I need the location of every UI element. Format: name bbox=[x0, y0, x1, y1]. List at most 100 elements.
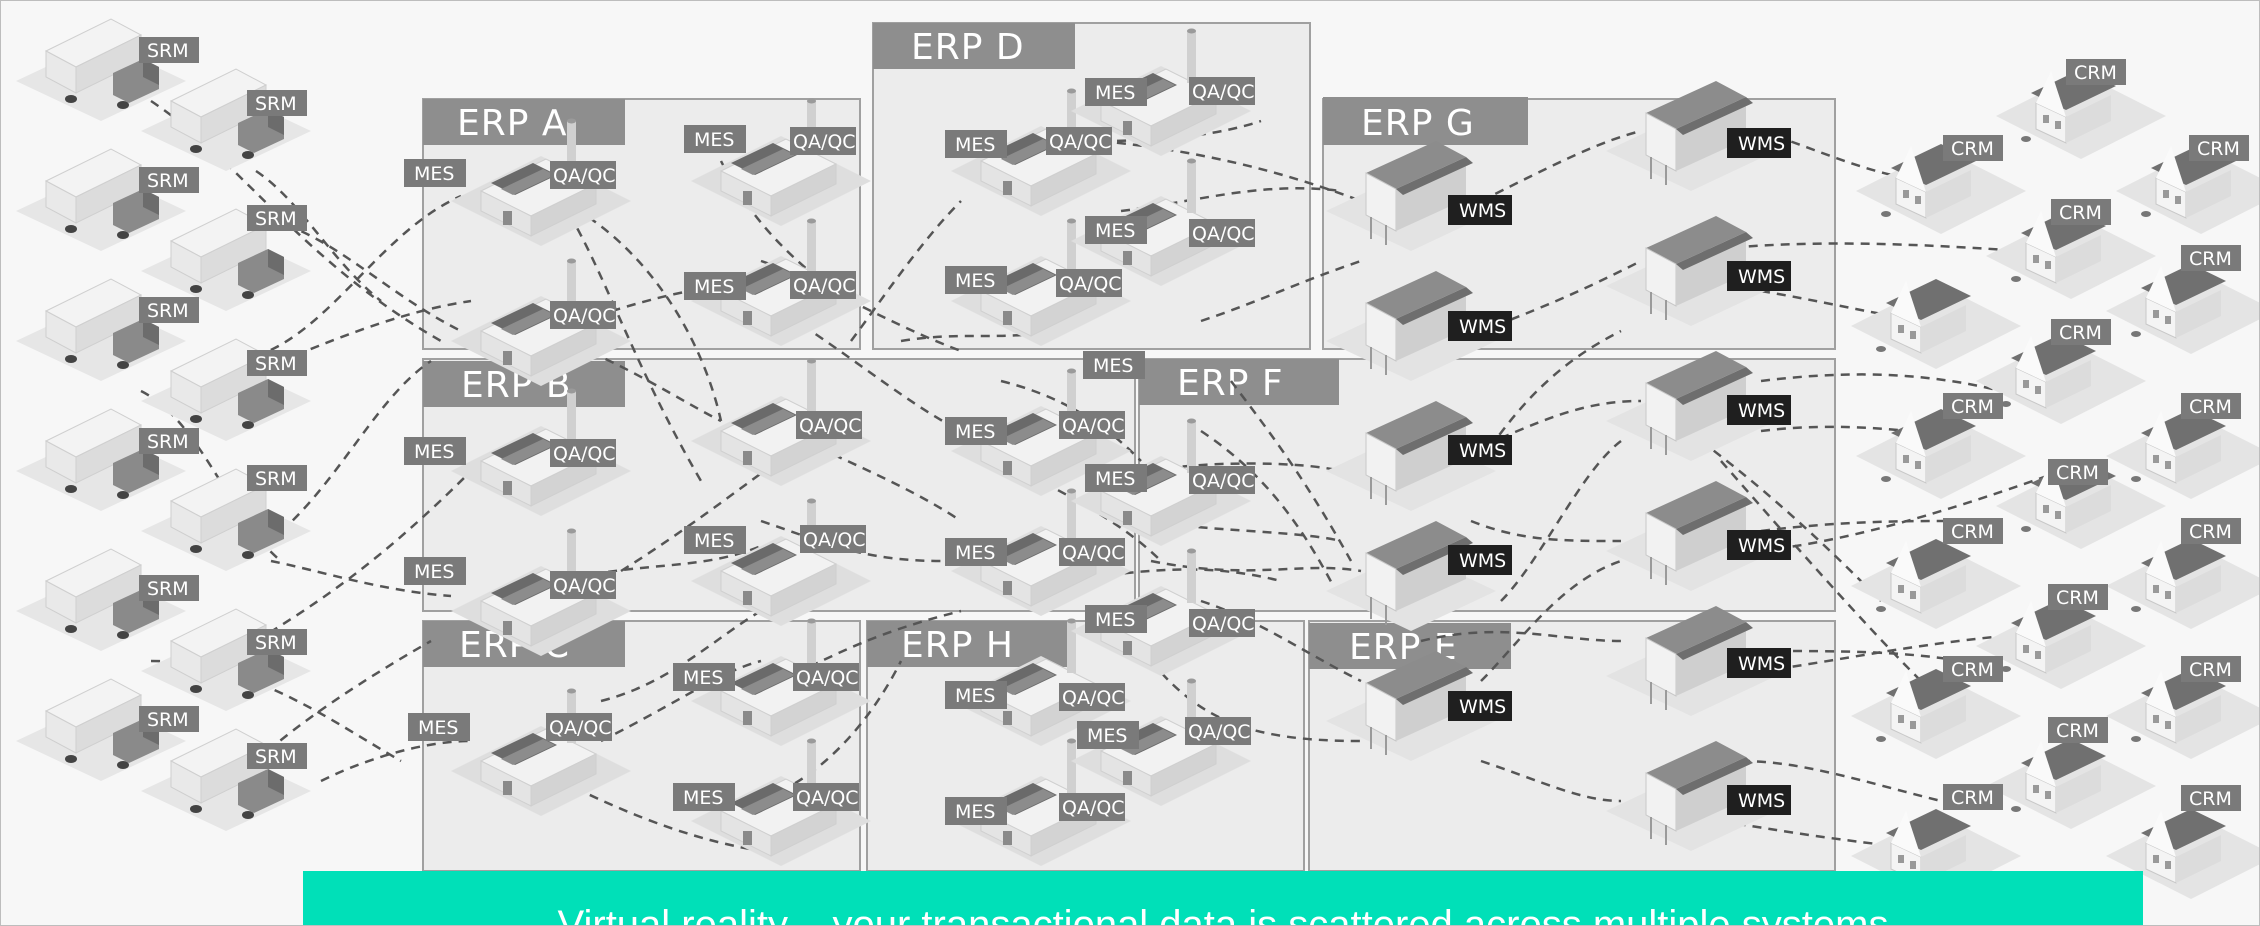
qaqc-label: QA/QC bbox=[1059, 273, 1122, 295]
crm-label: CRM bbox=[1951, 659, 1994, 681]
srm-label: SRM bbox=[255, 746, 297, 768]
erp-d-title: ERP D bbox=[911, 27, 1025, 68]
house-icon bbox=[2105, 408, 2259, 500]
qaqc-label: QA/QC bbox=[1062, 797, 1125, 819]
srm-label: SRM bbox=[147, 709, 189, 731]
qaqc-label: QA/QC bbox=[1192, 613, 1255, 635]
wms-label: WMS bbox=[1459, 696, 1506, 718]
crm-label: CRM bbox=[2059, 202, 2102, 224]
qaqc-label: QA/QC bbox=[1062, 415, 1125, 437]
qaqc-label: QA/QC bbox=[1062, 687, 1125, 709]
erp-f-title: ERP F bbox=[1177, 363, 1284, 404]
crm-label: CRM bbox=[2189, 788, 2232, 810]
mes-label: MES bbox=[955, 134, 995, 156]
mes-label: MES bbox=[414, 441, 454, 463]
crm-label: CRM bbox=[2189, 396, 2232, 418]
mes-label: MES bbox=[414, 561, 454, 583]
house-icon bbox=[2105, 668, 2259, 760]
wms-label: WMS bbox=[1738, 266, 1785, 288]
qaqc-label: QA/QC bbox=[793, 131, 856, 153]
crm-label: CRM bbox=[2056, 587, 2099, 609]
srm-label: SRM bbox=[147, 578, 189, 600]
wms-label: WMS bbox=[1738, 133, 1785, 155]
mes-label: MES bbox=[955, 270, 995, 292]
srm-label: SRM bbox=[255, 93, 297, 115]
mes-label: MES bbox=[683, 667, 723, 689]
srm-label: SRM bbox=[255, 468, 297, 490]
house-icon bbox=[2105, 263, 2259, 355]
crm-label: CRM bbox=[2056, 462, 2099, 484]
mes-label: MES bbox=[683, 787, 723, 809]
qaqc-label: QA/QC bbox=[799, 415, 862, 437]
crm-label: CRM bbox=[1951, 138, 1994, 160]
mes-label: MES bbox=[694, 530, 734, 552]
crm-labels: CRM CRM CRM CRM CRM CRM CRM CRM CRM CRM … bbox=[1943, 59, 2249, 811]
qaqc-label: QA/QC bbox=[553, 305, 616, 327]
srm-label: SRM bbox=[255, 208, 297, 230]
erp-g-title: ERP G bbox=[1361, 103, 1475, 144]
wms-label: WMS bbox=[1738, 400, 1785, 422]
srm-label: SRM bbox=[147, 300, 189, 322]
mes-label: MES bbox=[694, 129, 734, 151]
mes-label: MES bbox=[1095, 609, 1135, 631]
mes-labels: MES MES MES MES MES MES MES MES MES MES … bbox=[404, 78, 1147, 825]
house-icon bbox=[1850, 668, 2022, 760]
mes-label: MES bbox=[1095, 220, 1135, 242]
truck-icon bbox=[140, 608, 312, 712]
truck-icon bbox=[15, 148, 187, 252]
wms-label: WMS bbox=[1459, 316, 1506, 338]
qaqc-labels: QA/QC QA/QC QA/QC QA/QC QA/QC QA/QC QA/Q… bbox=[546, 77, 1255, 821]
mes-label: MES bbox=[955, 801, 995, 823]
crm-label: CRM bbox=[2056, 720, 2099, 742]
qaqc-label: QA/QC bbox=[553, 575, 616, 597]
mes-label: MES bbox=[1087, 725, 1127, 747]
crm-label: CRM bbox=[2189, 659, 2232, 681]
erp-h-title: ERP H bbox=[901, 625, 1014, 666]
wms-label: WMS bbox=[1459, 440, 1506, 462]
qaqc-label: QA/QC bbox=[803, 529, 866, 551]
caption-banner: Virtual reality – your transactional dat… bbox=[303, 871, 2143, 926]
caption-text: Virtual reality – your transactional dat… bbox=[557, 903, 1889, 926]
qaqc-label: QA/QC bbox=[1188, 721, 1251, 743]
qaqc-label: QA/QC bbox=[793, 275, 856, 297]
mes-label: MES bbox=[955, 685, 995, 707]
house-icon bbox=[2105, 538, 2259, 630]
mes-label: MES bbox=[1095, 82, 1135, 104]
mes-label: MES bbox=[1095, 468, 1135, 490]
mes-label: MES bbox=[955, 421, 995, 443]
crm-label: CRM bbox=[2059, 322, 2102, 344]
qaqc-label: QA/QC bbox=[1062, 542, 1125, 564]
qaqc-label: QA/QC bbox=[553, 443, 616, 465]
truck-icon bbox=[15, 278, 187, 382]
erp-a-title: ERP A bbox=[457, 103, 568, 144]
srm-labels: SRM SRM SRM SRM SRM SRM SRM SRM SRM SRM … bbox=[139, 37, 307, 769]
wms-label: WMS bbox=[1738, 535, 1785, 557]
qaqc-label: QA/QC bbox=[1192, 470, 1255, 492]
qaqc-label: QA/QC bbox=[1192, 223, 1255, 245]
house-icon bbox=[1985, 738, 2157, 830]
mes-label: MES bbox=[694, 276, 734, 298]
crm-label: CRM bbox=[1951, 521, 1994, 543]
truck-icon bbox=[15, 408, 187, 512]
truck-icon bbox=[15, 18, 187, 122]
wms-label: WMS bbox=[1459, 200, 1506, 222]
qaqc-label: QA/QC bbox=[553, 165, 616, 187]
srm-label: SRM bbox=[147, 170, 189, 192]
srm-label: SRM bbox=[255, 353, 297, 375]
house-icon bbox=[1850, 538, 2022, 630]
mes-label: MES bbox=[1093, 355, 1133, 377]
qaqc-label: QA/QC bbox=[796, 787, 859, 809]
qaqc-label: QA/QC bbox=[1049, 131, 1112, 153]
mes-label: MES bbox=[955, 542, 995, 564]
crm-label: CRM bbox=[2189, 521, 2232, 543]
mes-label: MES bbox=[414, 163, 454, 185]
qaqc-label: QA/QC bbox=[1192, 81, 1255, 103]
srm-label: SRM bbox=[147, 431, 189, 453]
wms-labels: WMS WMS WMS WMS WMS WMS WMS WMS WMS WMS … bbox=[1448, 128, 1791, 815]
crm-label: CRM bbox=[2074, 62, 2117, 84]
house-icon bbox=[1850, 278, 2022, 370]
srm-label: SRM bbox=[255, 632, 297, 654]
wms-label: WMS bbox=[1738, 653, 1785, 675]
